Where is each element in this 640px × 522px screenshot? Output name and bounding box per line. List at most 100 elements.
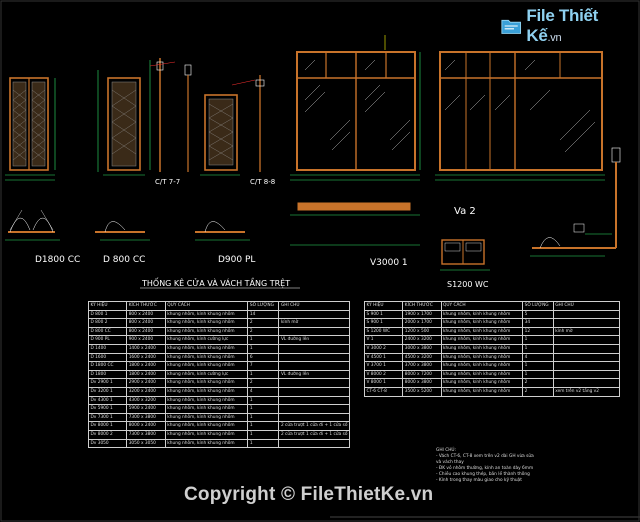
table-cell: kính mờ xyxy=(552,326,621,337)
table-cell xyxy=(552,318,621,328)
table-cell: khung nhôm, kính khung nhôm xyxy=(440,343,524,354)
table-cell: khung nhôm, kính khung nhôm xyxy=(164,438,249,449)
table-cell: 8000 x 2400 xyxy=(126,421,166,431)
plan-views xyxy=(5,202,605,271)
table-cell xyxy=(552,369,621,380)
table-cell: V 4500 1 xyxy=(363,352,404,363)
note-line: - Chiều cao khung thép, bản lề thành thô… xyxy=(436,472,530,477)
table-cell: 800 x 2400 xyxy=(126,309,166,320)
table-cell: khung nhôm, kính khung nhôm xyxy=(164,326,249,337)
table-cell: 4 xyxy=(522,352,554,363)
table-cell: 1 xyxy=(522,369,554,380)
table-cell: khung nhôm, kính cường lực xyxy=(164,369,249,380)
table-cell xyxy=(278,326,350,337)
table-cell: xem trên v2 tầng v2 xyxy=(552,386,621,397)
table-cell xyxy=(278,412,350,423)
window-table-header-cell: KÝ HIỆU xyxy=(363,301,404,311)
table-title: THỐNG KÊ CỬA VÀ VÁCH TẦNG TRỆT xyxy=(142,279,291,288)
table-cell: 2 xyxy=(247,326,280,337)
table-cell: khung nhôm, kính khung nhôm xyxy=(440,369,524,380)
table-cell xyxy=(552,352,621,363)
table-cell: 800 x 2400 xyxy=(126,326,166,337)
table-cell: khung nhôm, kính khung nhôm xyxy=(440,318,524,328)
table-cell: 4 xyxy=(247,386,280,397)
table-cell: kính mờ xyxy=(278,318,350,328)
table-cell: 1600 x 2400 xyxy=(126,352,166,363)
site-logo[interactable]: File Thiết Kế.vn xyxy=(500,6,630,45)
table-cell: khung nhôm, kính khung nhôm xyxy=(440,326,524,337)
table-cell xyxy=(278,343,350,354)
table-cell: khung nhôm, kính khung nhôm xyxy=(164,429,249,440)
table-cell: khung nhôm, kính khung nhôm xyxy=(164,404,249,414)
table-cell: 1 xyxy=(522,335,554,345)
table-cell xyxy=(552,361,621,371)
table-cell: D 1400 xyxy=(87,343,128,354)
table-cell: 1 xyxy=(247,404,280,414)
label-cut88: C/T 8-8 xyxy=(250,178,276,186)
table-cell: khung nhôm, kính khung nhôm xyxy=(164,361,249,371)
table-cell: D 1600 xyxy=(87,352,128,363)
table-cell: Dv 3050 xyxy=(87,438,128,449)
table-cell: khung nhôm, kính khung nhôm xyxy=(164,318,249,328)
table-cell: 4300 x 3200 xyxy=(126,395,166,406)
table-cell: 2000 x 1700 xyxy=(402,318,442,328)
table-cell: 7300 x 3800 xyxy=(126,412,166,423)
table-cell: 5 xyxy=(522,309,554,320)
table-cell: Dv 3200 1 xyxy=(87,386,128,397)
table-cell: 4500 x 3200 xyxy=(402,352,442,363)
table-cell: 1 xyxy=(247,429,280,440)
table-cell: V 8000 1 xyxy=(363,378,404,388)
table-cell: khung nhôm, kính khung nhôm xyxy=(164,386,249,397)
label-cut77: C/T 7-7 xyxy=(155,178,181,186)
table-cell: 900 x 2400 xyxy=(126,335,166,345)
table-cell: Dv 2900 1 xyxy=(87,378,128,388)
label-va2: Va 2 xyxy=(454,206,476,217)
table-cell: 1 xyxy=(247,412,280,423)
table-cell: khung nhôm, kính khung nhôm xyxy=(440,386,524,397)
glass-wall-va2 xyxy=(435,51,605,181)
table-cell: 2900 x 2400 xyxy=(126,378,166,388)
table-cell: khung nhôm, kính khung nhôm xyxy=(164,395,249,406)
door-table-header-cell: GHI CHÚ xyxy=(278,301,350,311)
table-cell: 8000 x 7200 xyxy=(402,369,442,380)
table-cell: 3700 x 3800 xyxy=(402,361,442,371)
table-cell: D 900 PL xyxy=(87,335,128,345)
note-line: - ĐK vỏ nhôm thường, kính an toàn dày 6m… xyxy=(436,466,534,471)
table-cell xyxy=(552,343,621,354)
table-cell: khung nhôm, kính khung nhôm xyxy=(164,309,249,320)
table-cell xyxy=(278,361,350,371)
table-cell: 2 xyxy=(247,318,280,328)
table-cell: Dv 8000 1 xyxy=(87,421,128,431)
table-cell: khung nhôm, kính khung nhôm xyxy=(164,378,249,388)
table-cell: 2 cửa trượt 1 cửa đi + 1 cửa sổ xyxy=(278,421,350,431)
notes-block: GHI CHÚ:- Vách CT-6, CT-8 xem trên v2 dà… xyxy=(436,448,534,484)
logo-text: File Thiết Kế.vn xyxy=(526,6,630,46)
window-table-header-cell: KÍCH THƯỚC xyxy=(402,301,442,311)
label-v3000: V3000 1 xyxy=(370,258,408,268)
table-cell: 1 xyxy=(247,343,280,354)
table-cell: 3050 x 3050 xyxy=(126,438,166,449)
section-8-8 xyxy=(231,75,265,172)
table-cell: CT-6 CT-8 xyxy=(363,386,404,397)
table-cell: 14 xyxy=(247,309,280,320)
note-line: GHI CHÚ: xyxy=(436,448,457,453)
table-cell xyxy=(278,378,350,388)
table-cell: V 1 xyxy=(363,335,404,345)
table-cell: D 800 CC xyxy=(87,326,128,337)
